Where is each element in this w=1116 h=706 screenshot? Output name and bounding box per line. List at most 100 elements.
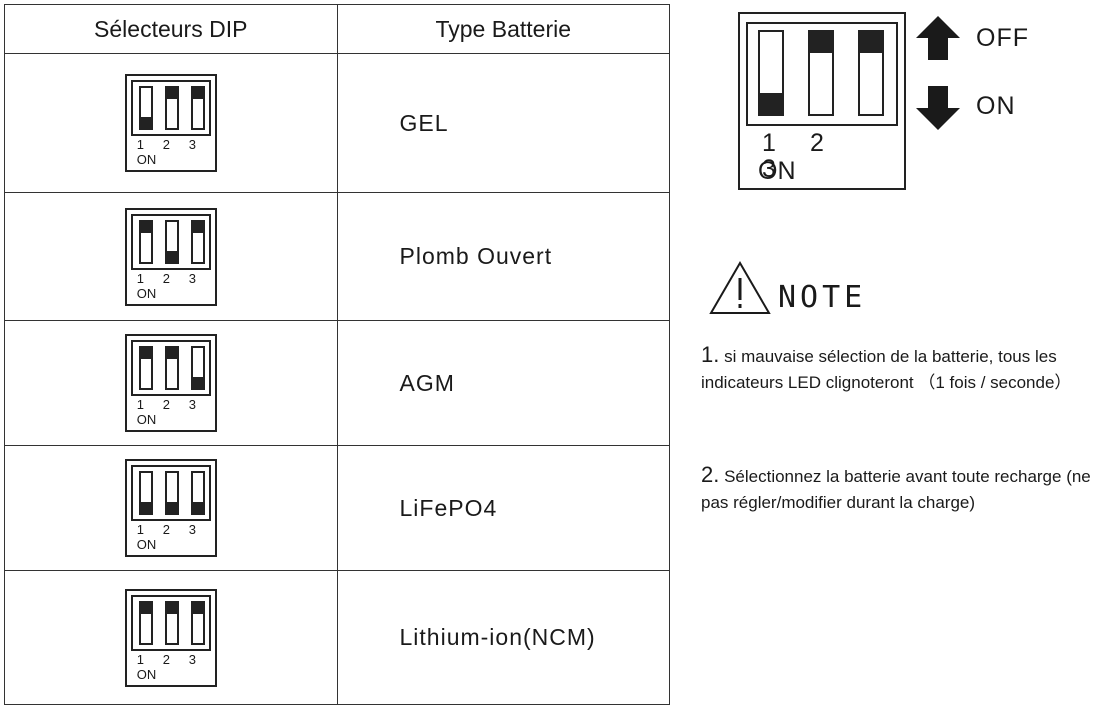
switch-number: 1 (136, 522, 144, 537)
switch-2 (164, 219, 179, 264)
legend-switch-3 (858, 30, 884, 116)
switch-knob (191, 377, 204, 389)
switch-knob (139, 347, 152, 359)
switch-knob (859, 31, 883, 53)
legend-dip-body (746, 22, 898, 126)
header-dip-switches: Sélecteurs DIP (4, 4, 338, 54)
switch-number: 1 (136, 270, 144, 286)
switch-number: 1 (136, 651, 144, 667)
switch-2 (164, 471, 179, 515)
switch-knob (809, 31, 833, 53)
dip-body (130, 594, 211, 651)
switch-numbers: 1 2 3 (136, 270, 215, 286)
switch-number: 2 (162, 651, 170, 667)
battery-type-plomb-ouvert: Plomb Ouvert (336, 192, 670, 321)
dip-body (130, 340, 211, 396)
switch-1 (138, 600, 153, 645)
arrow-down-icon (916, 86, 960, 130)
switch-on-label: ON (136, 285, 157, 301)
switch-number: 3 (188, 522, 196, 537)
on-label: ON (976, 92, 1016, 120)
switch-knob (139, 601, 152, 614)
battery-type-lithium-ion: Lithium-ion(NCM) (336, 570, 670, 705)
legend-dip-switch: 1 2 3 ON (738, 12, 906, 190)
switch-knob (191, 601, 204, 614)
switch-numbers: 1 2 3 (136, 651, 215, 667)
switch-2 (164, 346, 179, 390)
switch-on-label: ON (136, 152, 157, 167)
header-battery-type: Type Batterie (336, 4, 670, 54)
switch-2 (164, 86, 179, 130)
legend-switch-1 (758, 30, 784, 116)
switch-3 (190, 219, 205, 264)
battery-type-gel: GEL (336, 53, 670, 193)
off-label: OFF (976, 24, 1029, 52)
legend-on-label: ON (758, 157, 796, 185)
switch-knob (139, 220, 152, 233)
switch-numbers: 1 2 3 (137, 523, 215, 537)
switch-1 (138, 86, 153, 130)
switch-knob (165, 347, 178, 359)
note-title: NOTE (778, 280, 867, 315)
switch-knob (165, 502, 178, 514)
note-number: 1. (701, 342, 720, 367)
dip-body (130, 465, 211, 521)
switch-knob (191, 87, 204, 99)
switch-3 (190, 600, 205, 645)
note-number: 2. (701, 462, 720, 487)
switch-knob (191, 502, 204, 514)
switch-on-label: ON (136, 537, 157, 552)
note-item-2: 2. Sélectionnez la batterie avant toute … (701, 462, 1113, 516)
switch-3 (190, 86, 205, 130)
note-text: Sélectionnez la batterie avant toute rec… (701, 467, 1091, 512)
switch-number: 1 (136, 137, 144, 152)
switch-number: 2 (810, 129, 824, 157)
switch-on-label: ON (136, 412, 157, 427)
switch-1 (138, 346, 153, 390)
switch-1 (138, 219, 153, 264)
switch-number: 1 (762, 129, 776, 157)
switch-knob (165, 601, 178, 614)
note-item-1: 1. si mauvaise sélection de la batterie,… (701, 342, 1113, 396)
switch-knob (191, 220, 204, 233)
legend-switch-numbers: 1 2 3 (762, 130, 904, 182)
switch-on-label: ON (136, 666, 157, 682)
switch-number: 2 (162, 270, 170, 286)
switch-number: 2 (162, 522, 170, 537)
switch-number: 3 (762, 155, 776, 183)
switch-knob (759, 93, 783, 115)
switch-knob (165, 250, 178, 263)
switch-number: 3 (188, 137, 196, 152)
switch-number: 3 (188, 270, 196, 286)
battery-type-lifepo4: LiFePO4 (336, 445, 670, 571)
dip-body (130, 80, 211, 136)
battery-type-agm: AGM (336, 320, 670, 446)
switch-knob (139, 502, 152, 514)
note-text: si mauvaise sélection de la batterie, to… (701, 347, 1072, 392)
arrow-up-icon (916, 16, 960, 60)
legend-switch-2 (808, 30, 834, 116)
table-header-row: Sélecteurs DIP Type Batterie (4, 4, 670, 54)
switch-3 (190, 471, 205, 515)
switch-knob (139, 117, 152, 129)
warning-triangle-icon (709, 261, 771, 314)
switch-number: 3 (188, 651, 196, 667)
switch-number: 3 (188, 397, 196, 412)
dip-body (130, 213, 211, 270)
